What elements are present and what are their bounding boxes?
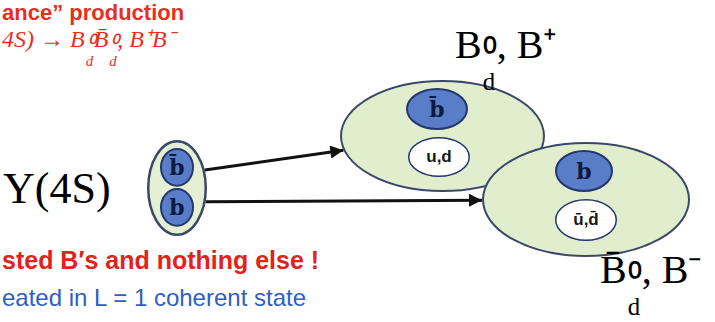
text-run: b — [169, 194, 184, 220]
text-run: ū,d̄ — [573, 210, 599, 229]
note-text: sted B′s and nothing else ! — [2, 246, 319, 275]
text-run: B — [455, 22, 482, 67]
particle-label: B̄⁰d, B⁻ — [600, 247, 702, 320]
ellipse-shape — [407, 89, 467, 129]
ellipse-shape — [483, 143, 689, 256]
text-run: , B⁺ — [497, 22, 558, 67]
ellipse-shape — [148, 141, 206, 235]
subscript: d — [86, 54, 93, 69]
text-run: b̄ — [169, 154, 184, 180]
ellipse-shape — [556, 200, 617, 241]
quark-label: b — [169, 195, 184, 219]
text-run: ⁰d — [109, 39, 117, 69]
quark-label: b̄ — [169, 155, 184, 179]
quark-label: ū,d̄ — [573, 211, 599, 230]
text-run: b — [576, 158, 591, 184]
text-run: ⁰d — [628, 270, 642, 320]
text-run: B̄ — [600, 247, 627, 292]
superscript: ⁰ — [483, 45, 497, 70]
ellipse-shape — [161, 189, 193, 226]
text-run: eated in L = 1 coherent state — [2, 284, 306, 311]
text-run: u,d — [426, 147, 452, 166]
text-run: ⁰d — [483, 45, 497, 95]
superscript: ⁰ — [109, 39, 117, 54]
quark-ellipse: b̄ — [406, 88, 468, 130]
quark-ellipse: u,d — [408, 137, 470, 177]
text-run: sted B′s and nothing else ! — [2, 246, 319, 274]
subscript: d — [483, 70, 495, 95]
quark-label: u,d — [426, 148, 452, 167]
particle-label: Υ(4S) — [3, 164, 111, 215]
ellipse-shape — [161, 149, 193, 186]
text-run: Υ(4S) — [3, 164, 111, 213]
text-run: B̄ — [94, 26, 109, 52]
meson-circle: Υ(4S)b̄b — [147, 140, 207, 236]
quark-ellipse: ū,d̄ — [555, 199, 617, 241]
ellipse-shape — [556, 151, 612, 191]
quark-label: b̄ — [429, 97, 444, 121]
subscript: d — [628, 295, 640, 320]
quark-ellipse: b — [555, 150, 613, 192]
quark-ellipse: b — [160, 188, 194, 227]
quark-label: b — [576, 159, 591, 183]
ellipse-shape — [409, 138, 470, 177]
note-text: eated in L = 1 coherent state — [2, 284, 306, 312]
superscript: ⁰ — [628, 270, 642, 295]
particle-label: B⁰d, B⁺ — [455, 22, 557, 95]
text-run: 4S) → B — [2, 26, 85, 52]
text-run: ance” production — [2, 0, 184, 25]
text-run: , B⁻ — [642, 247, 703, 292]
text-run: b̄ — [429, 96, 444, 122]
text-run: ⁰d — [86, 39, 94, 69]
slide-title: ance” production — [2, 0, 184, 25]
superscript: ⁰ — [86, 39, 94, 54]
subscript: d — [109, 54, 116, 69]
decay-arrow — [205, 150, 344, 170]
meson-ellipse: B̄⁰d, B⁻bū,d̄ — [482, 142, 690, 257]
text-run: , B⁺B⁻ — [117, 26, 174, 52]
decay-arrow — [206, 200, 482, 202]
quark-ellipse: b̄ — [160, 148, 194, 187]
reaction-text: 4S) → B⁰dB̄⁰d, B⁺B⁻ — [2, 26, 175, 69]
